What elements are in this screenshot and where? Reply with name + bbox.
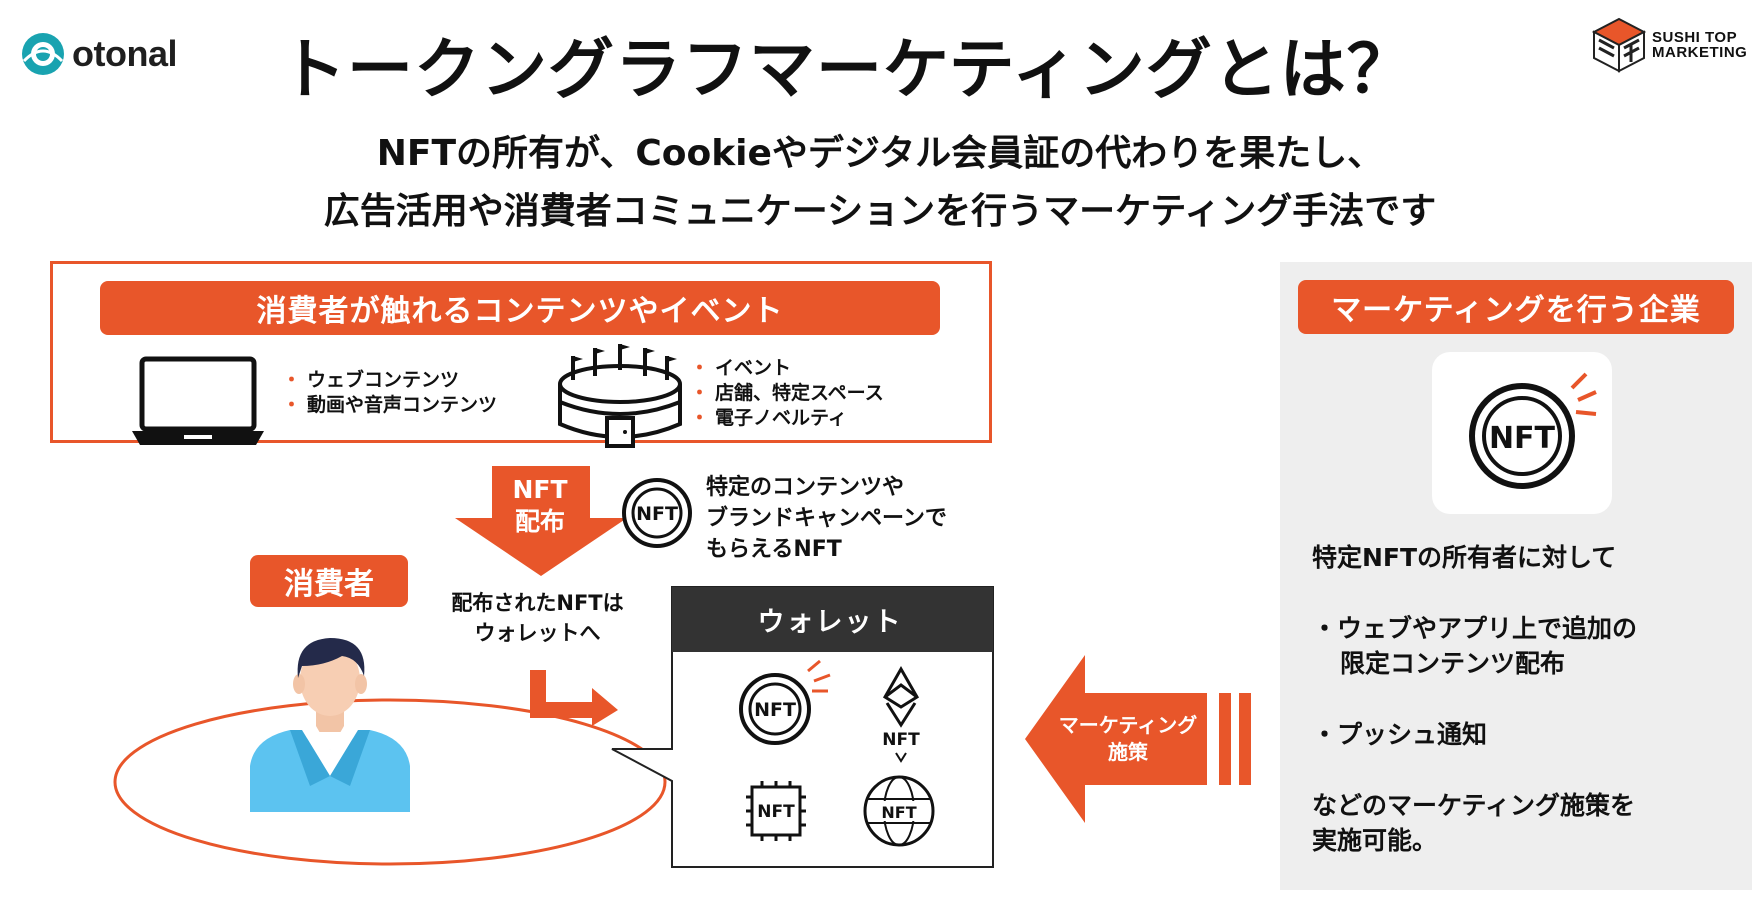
sushi-logo-line1: SUSHI TOP	[1652, 29, 1738, 46]
marketing-arrow-icon	[1025, 655, 1251, 823]
laptop-icon	[132, 356, 264, 445]
distribution-arrow-icon	[455, 466, 627, 576]
stadium-icon	[558, 344, 682, 448]
company-item1-line2: 限定コンテンツ配布	[1340, 649, 1566, 678]
subtitle-line1: NFTの所有が、Cookieやデジタル会員証の代わりを果たし、	[376, 133, 1384, 174]
svg-text:NFT: NFT	[1489, 421, 1556, 456]
nft-description-line: 特定のコンテンツや	[706, 475, 905, 500]
nft-globe-icon: NFT	[863, 775, 935, 847]
marketing-arrow-label: マーケティング 施策	[1040, 712, 1216, 766]
wallet-note-line2: ウォレットへ	[474, 621, 601, 645]
cube-logo-icon	[1591, 17, 1647, 73]
distribution-label: NFT 配布	[490, 474, 590, 538]
svg-text:NFT: NFT	[881, 803, 916, 822]
list-item: ・電子ノベルティ	[690, 407, 847, 429]
company-item1-line1: ・ウェブやアプリ上で追加の	[1312, 614, 1638, 643]
otonal-logo: otonal	[20, 28, 220, 80]
web-content-list: ・ウェブコンテンツ ・動画や音声コンテンツ	[282, 368, 497, 418]
subtitle-line2: 広告活用や消費者コミュニケーションを行うマーケティング手法です	[323, 191, 1437, 232]
svg-text:NFT: NFT	[754, 699, 796, 721]
contents-header: 消費者が触れるコンテンツやイベント	[100, 281, 940, 335]
distribution-label-line2: 配布	[514, 507, 565, 536]
consumer-ring	[113, 698, 667, 866]
nft-description-line: ブランドキャンペーンで	[706, 506, 947, 531]
nft-description: 特定のコンテンツや ブランドキャンペーンで もらえるNFT	[706, 472, 947, 565]
wallet-note: 配布されたNFTは ウォレットへ	[430, 588, 645, 648]
nft-coin-text: NFT	[636, 503, 678, 525]
company-nft-card: NFT	[1432, 352, 1612, 514]
wallet-nft-coin-icon: NFT	[739, 659, 831, 745]
company-description: 特定NFTの所有者に対して ・ウェブやアプリ上で追加の 限定コンテンツ配布 ・プ…	[1312, 540, 1752, 858]
company-nft-coin-icon: NFT	[1469, 372, 1597, 489]
svg-text:NFT: NFT	[882, 730, 920, 750]
consumer-label: 消費者	[250, 555, 408, 607]
nft-description-line: もらえるNFT	[706, 537, 842, 562]
list-item: ・店舗、特定スペース	[690, 382, 884, 404]
wallet-note-line1: 配布されたNFTは	[451, 591, 624, 615]
to-wallet-arrow-icon	[530, 670, 618, 726]
otonal-logo-text: otonal	[72, 33, 177, 74]
svg-text:NFT: NFT	[757, 802, 795, 822]
page-title: トークングラフマーケティングとは？	[280, 31, 1414, 108]
list-item: ・動画や音声コンテンツ	[282, 394, 498, 416]
company-closing-line2: 実施可能。	[1312, 826, 1438, 855]
list-item: ・ウェブコンテンツ	[282, 369, 460, 391]
ethereum-nft-icon: NFT	[882, 665, 920, 763]
sushi-logo-line2: MARKETING	[1652, 44, 1748, 61]
contents-frame	[50, 261, 992, 443]
otonal-logo-icon	[22, 33, 64, 75]
distribution-label-line1: NFT	[512, 475, 568, 504]
wallet-title: ウォレット	[757, 607, 903, 638]
list-item: ・イベント	[690, 357, 792, 379]
company-header: マーケティングを行う企業	[1298, 280, 1734, 334]
sushi-top-marketing-logo: SUSHI TOP MARKETING	[1590, 14, 1750, 76]
company-closing-line1: などのマーケティング施策を	[1312, 791, 1636, 820]
nft-coin-icon: NFT	[622, 478, 692, 548]
marketing-arrow-label-line1: マーケティング	[1058, 713, 1198, 737]
marketing-arrow-label-line2: 施策	[1108, 740, 1148, 764]
sushi-logo-text: SUSHI TOP MARKETING	[1652, 30, 1747, 60]
consumer-person-icon	[250, 638, 410, 812]
company-lead: 特定NFTの所有者に対して	[1312, 543, 1617, 572]
event-list: ・イベント ・店舗、特定スペース ・電子ノベルティ	[690, 356, 884, 431]
nft-chip-icon: NFT	[746, 781, 806, 841]
wallet-panel: NFT NFT NFT NFT	[611, 586, 994, 868]
company-item2: ・プッシュ通知	[1312, 720, 1488, 749]
